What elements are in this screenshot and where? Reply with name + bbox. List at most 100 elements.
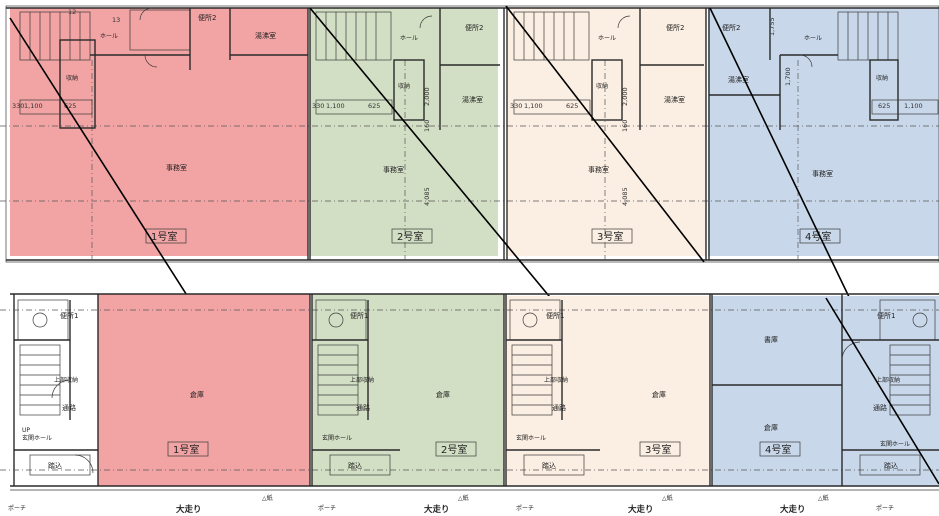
storage-below-label-u2: 上部収納 xyxy=(350,376,374,384)
dim-1100-u2: 1,100 xyxy=(326,102,345,110)
dim-12-u1: 12 xyxy=(68,8,76,16)
upper-outline xyxy=(5,5,939,263)
office-label-u4: 事務室 xyxy=(812,169,833,178)
dim-2000-u2: 2,000 xyxy=(423,87,431,106)
unit2-lower-tag: 2号室 xyxy=(441,443,467,456)
unit4-lower-core: 便所1 上部収納 通路 玄関ホール 踏込 xyxy=(712,299,939,476)
storage-below-label-u3: 上部収納 xyxy=(544,376,568,384)
unit1-lower-fill xyxy=(98,294,310,486)
unit2-lower-core: 便所1 上部収納 通路 玄関ホール 踏込 xyxy=(312,299,400,476)
unit4-upper-fill xyxy=(708,8,939,256)
hall-label-u3: ホール xyxy=(598,35,616,42)
dim-330-u2: 330 xyxy=(312,102,324,110)
warehouse-label-u4: 倉庫 xyxy=(764,423,778,432)
entrance-hall-label-u1: 玄関ホール xyxy=(22,434,52,442)
toilet-label-u4: 便所2 xyxy=(722,23,740,32)
toilet-label-u1: 便所2 xyxy=(198,13,216,22)
dim-625-u2: 625 xyxy=(368,102,380,110)
dim-625-u4: 625 xyxy=(878,102,890,110)
corridor-label-1: 大走り xyxy=(176,504,202,515)
corridor-label-4: 大走り xyxy=(780,504,806,515)
note-label-2: △紙 xyxy=(458,494,469,502)
unit2-upper-tag: 2号室 xyxy=(397,230,423,243)
storage-label-u2: 収納 xyxy=(398,82,410,90)
dim-160-u2: 160 xyxy=(423,120,431,132)
hall-label-u2: ホール xyxy=(400,35,418,42)
step-label-u4: 踏込 xyxy=(884,461,898,470)
corridor-label-2: 大走り xyxy=(424,504,450,515)
unit1-upper-tag: 1号室 xyxy=(151,230,177,243)
unit4-upper-tag: 4号室 xyxy=(805,230,831,243)
step-label-u1: 踏込 xyxy=(48,461,62,470)
passage-label-u3: 通路 xyxy=(552,403,566,412)
warehouse-label-u1: 倉庫 xyxy=(190,390,204,399)
unit1-lower-tag-box xyxy=(167,441,209,457)
unit4-upper-tag-box xyxy=(799,228,841,244)
dim-4085-u3: 4,085 xyxy=(621,187,629,206)
hall-label-u1: ホール xyxy=(100,33,118,40)
dim-1100-u3: 1,100 xyxy=(524,102,543,110)
dim-1100-u4: 1,100 xyxy=(904,102,923,110)
toilet-label-lower-u4: 便所1 xyxy=(877,311,895,320)
upper-floor: 便所2 湯沸室 ホール 収納 330 1,100 625 12 13 事務室 1… xyxy=(0,5,939,486)
unit4-lower-tag: 4号室 xyxy=(765,443,791,456)
toilet-label-lower-u2: 便所1 xyxy=(350,311,368,320)
diagonal-line-5 xyxy=(825,297,939,485)
office-label-u3: 事務室 xyxy=(588,165,609,174)
unit1-lower-tag: 1号室 xyxy=(173,443,199,456)
unit3-upper-tag: 3号室 xyxy=(597,230,623,243)
note-label-4: △紙 xyxy=(818,494,829,502)
step-label-u2: 踏込 xyxy=(348,461,362,470)
kitchen-label-u2: 湯沸室 xyxy=(462,95,483,104)
entrance-hall-label-u3: 玄関ホール xyxy=(516,434,546,442)
dim-625-u1: 625 xyxy=(64,102,76,110)
passage-label-u1: 通路 xyxy=(62,403,76,412)
porch-label-u1: ポーチ xyxy=(8,504,26,512)
dim-1100-u1: 1,100 xyxy=(24,102,43,110)
dim-625-u3: 625 xyxy=(566,102,578,110)
unit4-upper-core: 便所2 湯沸室 ホール 収納 1,700 1,755 625 1,100 xyxy=(709,8,939,130)
office-label-u2: 事務室 xyxy=(383,165,404,174)
unit3-upper-core: 便所2 湯沸室 ホール 収納 330 1,100 625 2,000 160 4… xyxy=(510,8,704,206)
toilet-label-lower-u1: 便所1 xyxy=(60,311,78,320)
kitchen-label-u4: 湯沸室 xyxy=(728,75,749,84)
unit4-lower-fill xyxy=(712,296,939,486)
office-label-u1: 事務室 xyxy=(166,163,187,172)
unit3-lower-fill xyxy=(506,296,710,486)
porch-label-u4: ポーチ xyxy=(876,504,894,512)
unit3-upper-tag-box xyxy=(591,228,633,244)
dim-1700-u4: 1,700 xyxy=(784,67,792,86)
porch-label-u3: ポーチ xyxy=(516,504,534,512)
note-label-1: △紙 xyxy=(262,494,273,502)
unit2-upper-fill xyxy=(310,8,498,256)
unit3-lower-tag-box xyxy=(639,441,681,457)
toilet-label-lower-u3: 便所1 xyxy=(546,311,564,320)
unit3-lower-tag: 3号室 xyxy=(645,443,671,456)
unit1-upper-fill xyxy=(10,8,308,256)
entrance-hall-label-u4: 玄関ホール xyxy=(880,440,910,448)
storage-label-u4: 収納 xyxy=(876,74,888,82)
warehouse-label-u3: 倉庫 xyxy=(652,390,666,399)
storage-below-label-u1: 上部収納 xyxy=(54,376,78,384)
kitchen-label-u1: 湯沸室 xyxy=(255,31,276,40)
unit3-lower-core: 便所1 上部収納 通路 玄関ホール 踏込 xyxy=(506,299,600,476)
dim-160-u3: 160 xyxy=(621,120,629,132)
dim-330-u1: 330 xyxy=(12,102,24,110)
unit2-lower-tag-box xyxy=(435,441,477,457)
unit1-lower-core: 便所1 上部収納 通路 玄関ホール UP 踏込 xyxy=(14,299,98,476)
unit1-upper-tag-box xyxy=(145,228,187,244)
unit4-lower-tag-box xyxy=(759,441,801,457)
note-label-3: △紙 xyxy=(662,494,673,502)
diagonal-line-2 xyxy=(505,5,705,263)
unit3-upper-fill xyxy=(508,8,706,256)
dim-4085-u2: 4,085 xyxy=(423,187,431,206)
kitchen-label-u3: 湯沸室 xyxy=(664,95,685,104)
unit2-upper-core: 便所2 湯沸室 ホール 収納 330 1,100 625 2,000 160 4… xyxy=(312,8,500,206)
passage-label-u4: 通路 xyxy=(873,403,887,412)
passage-label-u2: 通路 xyxy=(356,403,370,412)
unit2-upper-tag-box xyxy=(391,228,433,244)
up-label-u1: UP xyxy=(22,427,30,434)
study-label-u4: 書庫 xyxy=(764,335,778,344)
step-label-u3: 踏込 xyxy=(542,461,556,470)
